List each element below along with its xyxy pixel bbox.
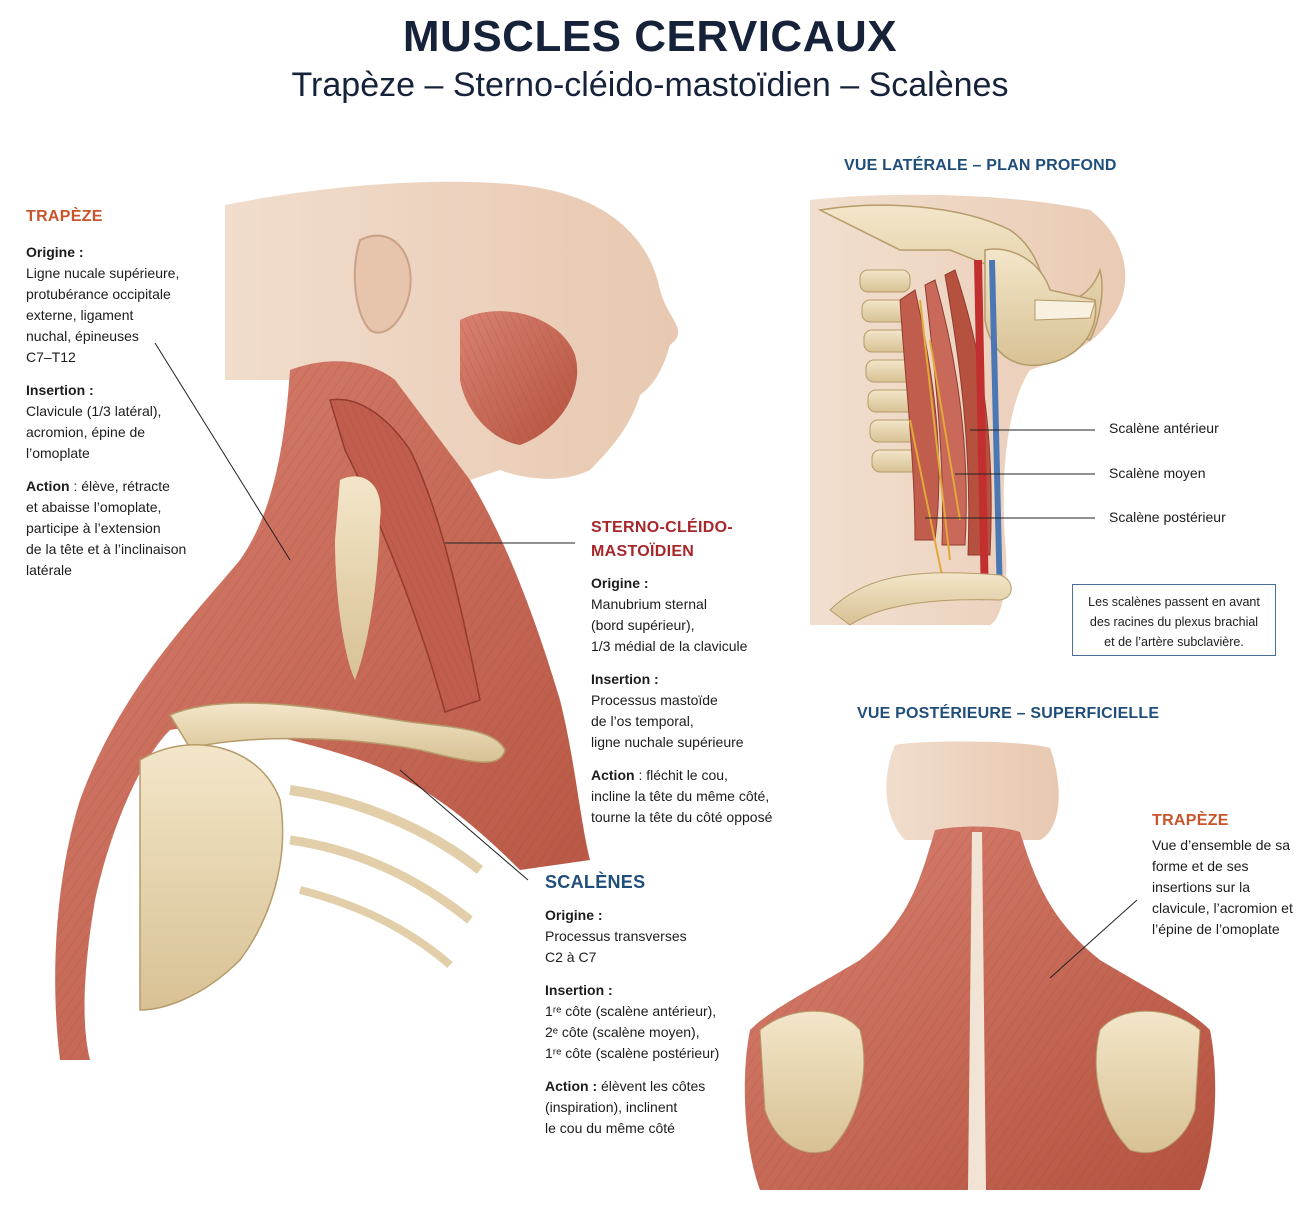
label-scalene-anterieur: Scalène antérieur (1109, 420, 1219, 436)
posterior-superficial-view (744, 741, 1216, 1190)
lateral-clavicle (829, 572, 1012, 626)
scalenes-description: Origine : Processus transverses C2 à C7 … (545, 905, 765, 1151)
trapeze-action-label: Action (26, 478, 70, 494)
scalenes-origin-text: Processus transverses C2 à C7 (545, 928, 687, 965)
humerus-head (139, 744, 284, 1011)
rib-3 (299, 886, 453, 969)
trapeze-origin-text: Ligne nucale supérieure, protubérance oc… (26, 265, 180, 365)
trapeze-title: TRAPÈZE (26, 208, 103, 225)
scm-insertion-text: Processus mastoïde de l’os temporal, lig… (591, 692, 744, 750)
lateral-view-title: VUE LATÉRALE – PLAN PROFOND (844, 157, 1117, 174)
rib-2 (289, 835, 473, 924)
label-scalene-moyen: Scalène moyen (1109, 465, 1206, 481)
scm-title-line1: STERNO-CLÉIDO- (591, 519, 733, 536)
scm-action-text: : fléchit le cou, incline la tête du mêm… (591, 767, 773, 825)
main-neck-figure (55, 181, 679, 1060)
teeth (1034, 299, 1096, 321)
trapeze-origin-label: Origine : (26, 244, 84, 260)
ear-shape (353, 234, 412, 334)
rib-1 (289, 785, 484, 874)
scalenes-leader-line (399, 769, 529, 881)
posterior-view-title: VUE POSTÉRIEURE – SUPERFICIELLE (857, 705, 1160, 722)
scm-origin-label: Origine : (591, 575, 649, 591)
trapeze-insertion-text: Clavicule (1/3 latéral), acromion, épine… (26, 403, 162, 461)
label-scalene-posterieur: Scalène postérieur (1109, 509, 1226, 525)
scm-title: STERNO-CLÉIDO- MASTOÏDIEN (591, 516, 733, 564)
clavicle-bone (168, 702, 506, 763)
posterior-trapeze-text: Vue d’ensemble de sa forme et de ses ins… (1152, 837, 1293, 937)
trapeze-insertion-label: Insertion : (26, 382, 94, 398)
posterior-trapeze-title: TRAPÈZE (1152, 812, 1229, 829)
nuchal-midline (968, 832, 986, 1190)
lateral-deep-view (810, 194, 1126, 626)
page-subtitle: Trapèze – Sterno-cléido-mastoïdien – Sca… (291, 66, 1009, 104)
scalenes-insertion-text: 1ʳᵉ côte (scalène antérieur), 2ᵉ côte (s… (545, 1003, 720, 1061)
right-shoulder-bone (1095, 1010, 1201, 1154)
trapeze-action-text: : élève, rétracte et abaisse l’omoplate,… (26, 478, 187, 578)
trapeze-description: Origine : Ligne nucale supérieure, protu… (26, 242, 216, 593)
cervical-spine (859, 269, 923, 473)
brachial-plexus-nerves (909, 299, 961, 591)
scalenes-insertion-label: Insertion : (545, 982, 613, 998)
scalene-posterior-shape (899, 289, 940, 541)
scalenes-title: SCALÈNES (545, 872, 646, 892)
trapeze-leader-line (154, 342, 291, 561)
cervical-vertebrae (335, 476, 381, 680)
posterior-trapeze-leader (1049, 899, 1138, 979)
posterior-head (886, 741, 1059, 840)
scm-origin-text: Manubrium sternal (bord supérieur), 1/3 … (591, 596, 748, 654)
left-shoulder-bone (759, 1010, 865, 1154)
scalenes-note-box: Les scalènes passent en avant des racine… (1072, 584, 1276, 656)
scalenes-origin-label: Origine : (545, 907, 603, 923)
scm-title-line2: MASTOÏDIEN (591, 543, 695, 560)
scalenes-action-label: Action : (545, 1078, 598, 1094)
scalenes-action-text: élèvent les côtes (inspiration), incline… (545, 1078, 706, 1136)
scm-action-label: Action (591, 767, 635, 783)
scm-insertion-label: Insertion : (591, 671, 659, 687)
scm-description: Origine : Manubrium sternal (bord supéri… (591, 573, 811, 840)
page-title: MUSCLES CERVICAUX (402, 12, 898, 61)
